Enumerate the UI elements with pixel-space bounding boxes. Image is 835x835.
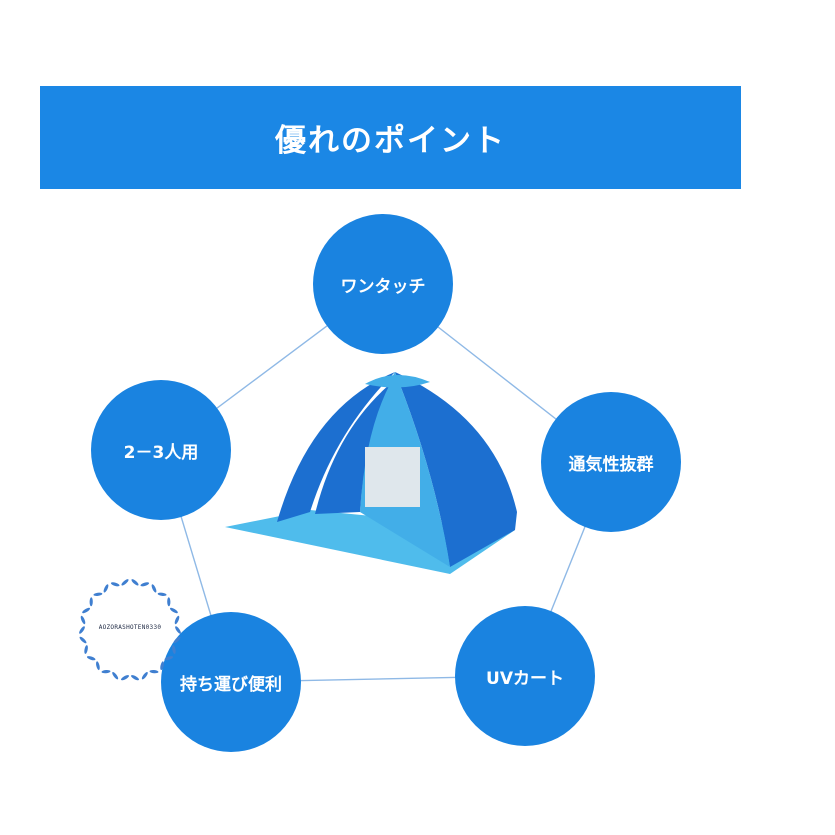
wreath-leaf [151, 584, 157, 593]
wreath-leaf [121, 579, 129, 586]
wreath-leaf [110, 582, 120, 587]
tent-entrance-flap [315, 384, 390, 514]
wreath-leaf [169, 607, 178, 614]
leaf-wreath-icon [79, 579, 181, 681]
wreath-leaf [167, 597, 171, 607]
tent-mesh-window [365, 447, 420, 507]
feature-label-uv-cut: UVカート [486, 668, 564, 689]
tent-top-cap [365, 374, 430, 388]
wreath-leaf [101, 669, 111, 674]
wreath-leaf [164, 656, 174, 661]
wreath-leaf [149, 669, 159, 674]
wreath-leaf [172, 645, 176, 654]
wreath-leaf [89, 597, 93, 607]
watermark-wreath: AOZORASHOTEN0330 [72, 572, 188, 688]
feature-circle-one-touch: ワンタッチ [313, 214, 453, 354]
pop-up-beach-tent [225, 372, 517, 574]
wreath-leaf [103, 584, 109, 593]
wreath-leaf [140, 582, 150, 587]
wreath-leaf [82, 607, 91, 614]
wreath-leaf [112, 671, 119, 680]
feature-circle-ventilation: 通気性抜群 [541, 392, 681, 532]
wreath-leaf [86, 656, 96, 661]
wreath-leaf [173, 636, 181, 644]
feature-label-one-touch: ワンタッチ [340, 276, 426, 297]
banner-title: 優れのポイント [275, 123, 506, 159]
wreath-leaf [80, 615, 86, 625]
wreath-leaf [174, 615, 180, 625]
feature-label-ventilation: 通気性抜群 [568, 454, 654, 475]
feature-circle-portable: 持ち運び便利 [161, 612, 301, 752]
wreath-leaf [79, 636, 87, 644]
wreath-leaf [84, 645, 88, 654]
wreath-leaf [96, 661, 100, 671]
wreath-leaf [141, 671, 148, 680]
feature-circle-capacity: 2－3人用 [91, 380, 231, 520]
watermark-text: AOZORASHOTEN0330 [98, 624, 162, 631]
tent-left-side [277, 372, 395, 522]
headline-banner: 優れのポイント [40, 86, 741, 189]
wreath-leaf [79, 626, 85, 634]
wreath-leaf [175, 626, 181, 634]
feature-label-portable: 持ち運び便利 [180, 674, 282, 695]
wreath-leaf [130, 675, 140, 681]
wreath-leaf [131, 579, 139, 586]
wreath-leaf [157, 592, 167, 596]
wreath-leaf [120, 675, 130, 681]
feature-circle-uv-cut: UVカート [455, 606, 595, 746]
feature-label-capacity: 2－3人用 [123, 442, 199, 463]
wreath-leaf [93, 592, 103, 596]
wreath-leaf [160, 661, 164, 671]
tent-right-dome [395, 372, 517, 567]
